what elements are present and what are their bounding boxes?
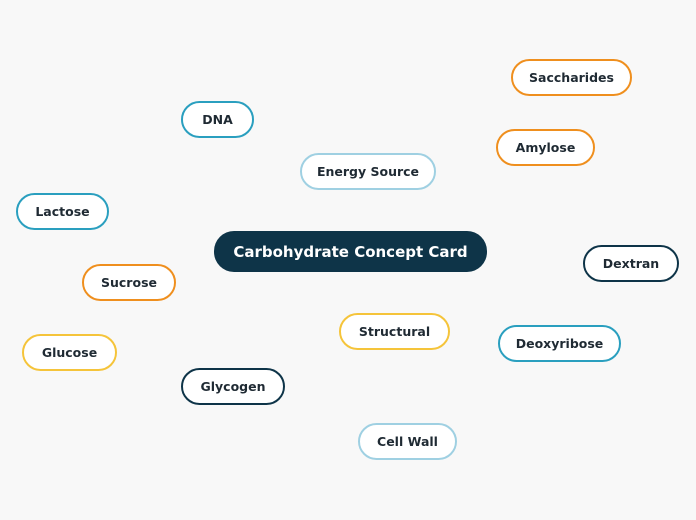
topic-label: Sucrose (101, 275, 157, 290)
topic-label: Deoxyribose (515, 336, 604, 351)
topic-sucrose[interactable]: Sucrose (82, 264, 176, 301)
central-topic[interactable]: Carbohydrate Concept Card (214, 231, 487, 272)
topic-label: Glycogen (200, 379, 266, 394)
topic-glycogen[interactable]: Glycogen (181, 368, 285, 405)
topic-cell-wall[interactable]: Cell Wall (358, 423, 457, 460)
topic-label: Energy Source (316, 164, 420, 179)
topic-energy-source[interactable]: Energy Source (300, 153, 436, 190)
topic-dextran[interactable]: Dextran (583, 245, 679, 282)
topic-structural[interactable]: Structural (339, 313, 450, 350)
topic-label: Cell Wall (377, 434, 438, 449)
topic-label: Saccharides (529, 70, 614, 85)
topic-label: Lactose (35, 204, 90, 219)
central-topic-label: Carbohydrate Concept Card (233, 242, 468, 261)
topic-amylose[interactable]: Amylose (496, 129, 595, 166)
topic-lactose[interactable]: Lactose (16, 193, 109, 230)
topic-label: Amylose (515, 140, 576, 155)
topic-label: Dextran (602, 256, 660, 271)
topic-glucose[interactable]: Glucose (22, 334, 117, 371)
topic-label: Structural (358, 324, 431, 339)
topic-label: Glucose (41, 345, 98, 360)
topic-label: DNA (202, 112, 233, 127)
topic-dna[interactable]: DNA (181, 101, 254, 138)
topic-deoxyribose[interactable]: Deoxyribose (498, 325, 621, 362)
topic-saccharides[interactable]: Saccharides (511, 59, 632, 96)
